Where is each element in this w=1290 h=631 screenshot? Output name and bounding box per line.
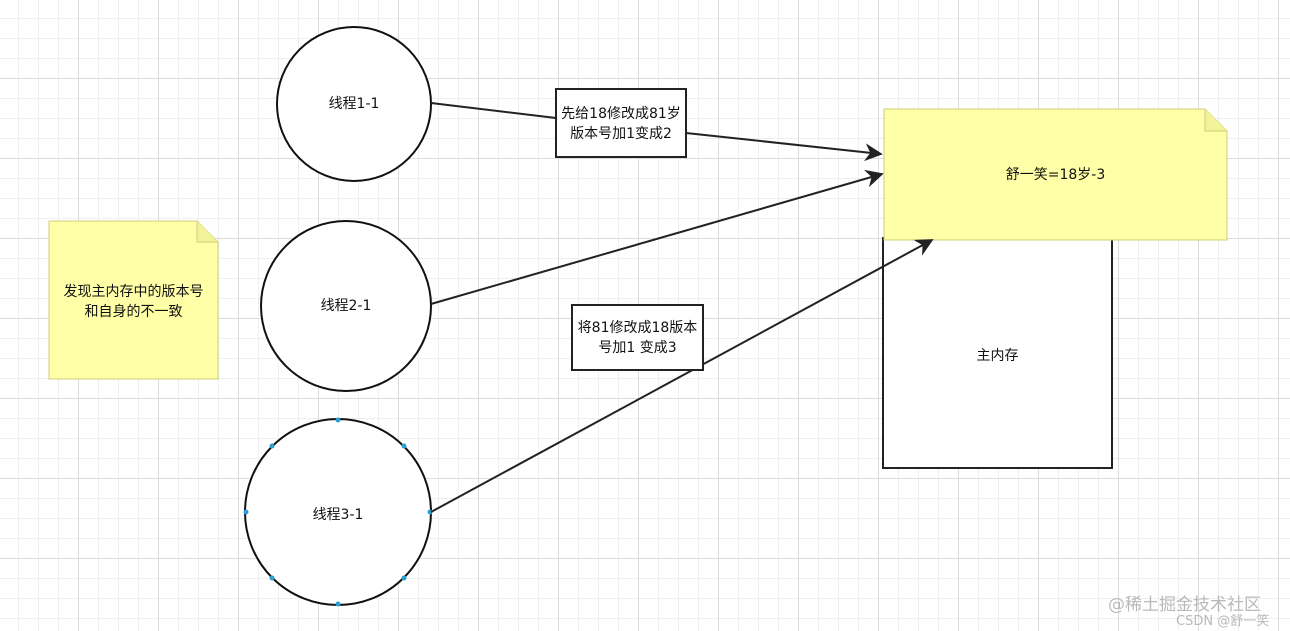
step1-label-box[interactable] [555,88,687,158]
thread3-to-memory-arrow[interactable] [430,239,934,513]
main-value-label: 舒一笑=18岁-3 [1005,167,1106,183]
version-mismatch-note[interactable] [48,220,219,380]
main-memory-box[interactable] [882,237,1113,469]
step3-label-box[interactable] [571,304,704,371]
step1-label: 先给18修改成81岁 版本号加1变成2 [556,102,686,146]
thread3-label: 线程3-1 [312,507,364,523]
step3-label: 将81修改成18版本 号加1 变成3 [572,317,703,359]
note-line1: 发现主内存中的版本号 [63,284,204,300]
main-value-note-fold [1204,109,1227,132]
step1-label-line2: 版本号加1变成2 [570,126,672,142]
note-line2: 和自身的不一致 [84,304,183,320]
version-mismatch-note-text: 发现主内存中的版本号 和自身的不一致 [49,281,218,323]
step1-label-line1: 先给18修改成81岁 [561,106,681,122]
thread3-selection-handles[interactable] [243,417,433,607]
main-memory-label: 主内存 [976,348,1019,364]
author-watermark: CSDN @舒一笑 [1176,614,1270,629]
main-value-note[interactable] [883,108,1228,241]
step3-label-line2: 号加1 变成3 [598,340,677,356]
thread2-label: 线程2-1 [320,298,372,314]
site-watermark: @稀土掘金技术社区 [1108,595,1261,615]
thread2-circle[interactable] [260,220,432,392]
step3-label-line1: 将81修改成18版本 [577,320,698,336]
thread1-label: 线程1-1 [328,96,380,112]
thread2-to-memory-arrow[interactable] [430,169,884,305]
version-mismatch-note-fold [196,221,218,243]
